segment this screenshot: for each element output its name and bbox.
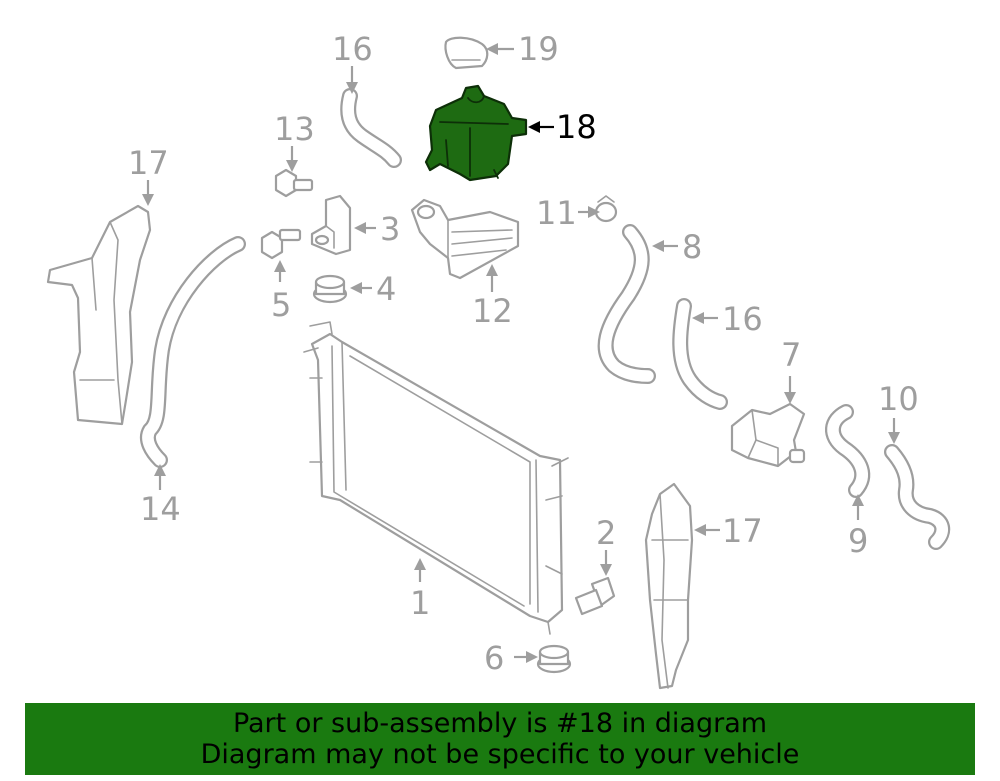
callout-14: 14 [140, 490, 181, 528]
callout-19: 19 [518, 30, 559, 68]
part-10-hose [884, 444, 951, 550]
info-banner: Part or sub-assembly is #18 in diagram D… [25, 703, 975, 775]
part-19-cap [444, 36, 489, 70]
part-15-hose [340, 88, 402, 168]
callout-10: 10 [878, 380, 919, 418]
part-18-coolant-reservoir [424, 84, 528, 182]
part-2-sensor [574, 576, 616, 616]
part-6-grommet [536, 644, 572, 674]
callout-4: 4 [376, 270, 396, 308]
banner-line-2: Diagram may not be specific to your vehi… [200, 739, 800, 770]
callout-17-right: 17 [722, 512, 763, 550]
callout-15: 16 [332, 30, 373, 68]
parts-diagram: 16 19 18 13 17 3 4 5 12 11 8 16 7 10 9 1… [46, 30, 951, 690]
part-17-left-air-guide [46, 204, 152, 426]
part-13-bolt [274, 168, 314, 198]
callout-1: 1 [410, 584, 430, 622]
callout-16: 16 [722, 300, 763, 338]
part-4-grommet [312, 274, 348, 304]
callout-3: 3 [380, 210, 400, 248]
callout-13: 13 [274, 110, 315, 148]
part-12-oil-cooler [410, 198, 520, 280]
part-17-right-air-guide [644, 482, 694, 690]
part-3-bracket [310, 194, 352, 256]
part-7-valve [730, 402, 806, 468]
callout-6: 6 [484, 639, 504, 677]
part-16-hose [672, 298, 728, 410]
callout-18: 18 [556, 108, 597, 146]
callout-8: 8 [682, 228, 702, 266]
callout-labels: 16 19 18 13 17 3 4 5 12 11 8 16 7 10 9 1… [128, 30, 919, 677]
part-8-hose [597, 224, 656, 384]
leader-arrows [142, 43, 900, 663]
callout-5: 5 [271, 286, 291, 324]
part-5-bolt [260, 228, 302, 260]
part-9-hose [825, 404, 871, 498]
part-14-hose [139, 236, 246, 468]
part-1-radiator [303, 321, 569, 635]
callout-9: 9 [848, 522, 868, 560]
part-11-clamp [594, 195, 618, 223]
callout-17-left: 17 [128, 144, 169, 182]
callout-12: 12 [472, 292, 513, 330]
callout-2: 2 [596, 514, 616, 552]
banner-line-1: Part or sub-assembly is #18 in diagram [232, 708, 768, 739]
callout-7: 7 [781, 336, 801, 374]
callout-11: 11 [536, 194, 577, 232]
